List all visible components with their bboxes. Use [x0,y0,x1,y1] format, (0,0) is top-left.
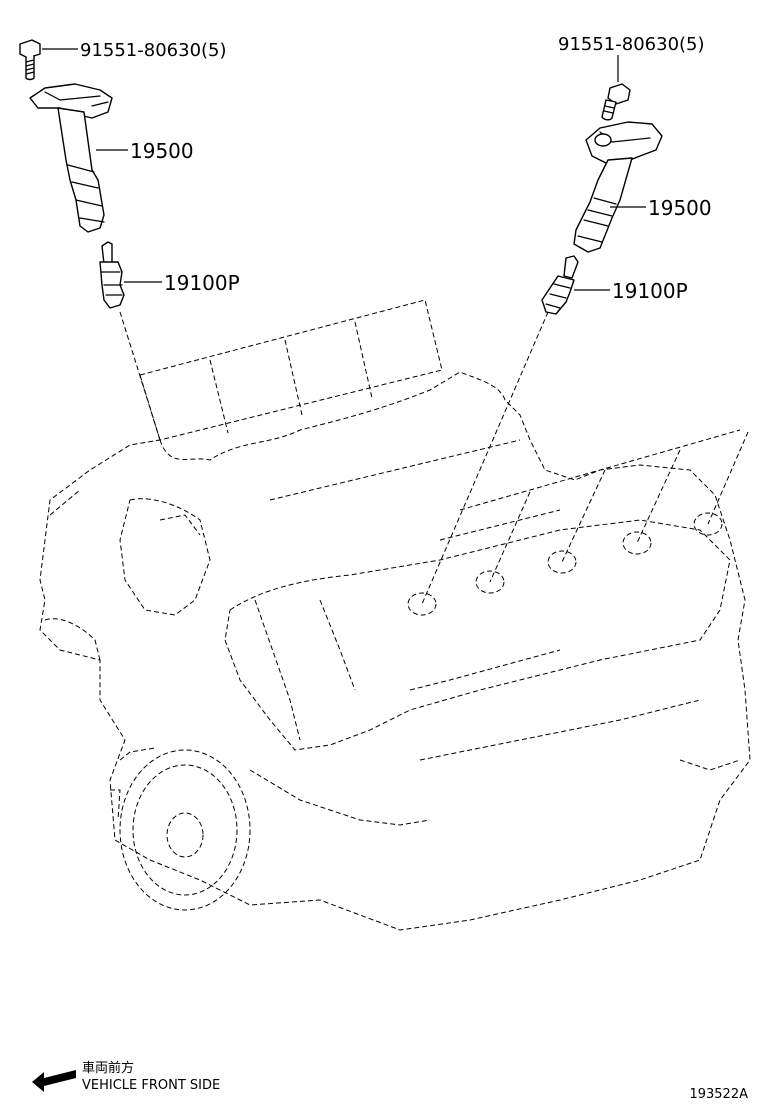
callout-bolt-left: 91551-80630(5) [80,40,227,61]
callout-coil-left: 19500 [130,139,194,163]
spark-plug-left [99,241,125,309]
callout-bolt-right: 91551-80630(5) [558,34,705,55]
vehicle-front-indicator: 車両前方 VEHICLE FRONT SIDE [32,1060,220,1093]
bolt-left [19,39,41,81]
locator-lines [119,311,749,605]
spark-plug-right [541,255,579,315]
crank-pulley [110,747,251,911]
ignition-coil-right [573,121,663,253]
direction-label: VEHICLE FRONT SIDE [82,1078,220,1093]
callout-plug-right: 19100P [612,279,688,303]
callout-coil-right: 19500 [648,196,712,220]
callout-plug-left: 19100P [164,271,240,295]
ignition-coil-left [29,83,113,233]
engine-block [39,299,751,931]
front-arrow-icon [32,1070,76,1092]
jp-label: 車両前方 [82,1060,134,1076]
bolt-right [601,83,631,121]
figure-id: 193522A [689,1087,748,1102]
